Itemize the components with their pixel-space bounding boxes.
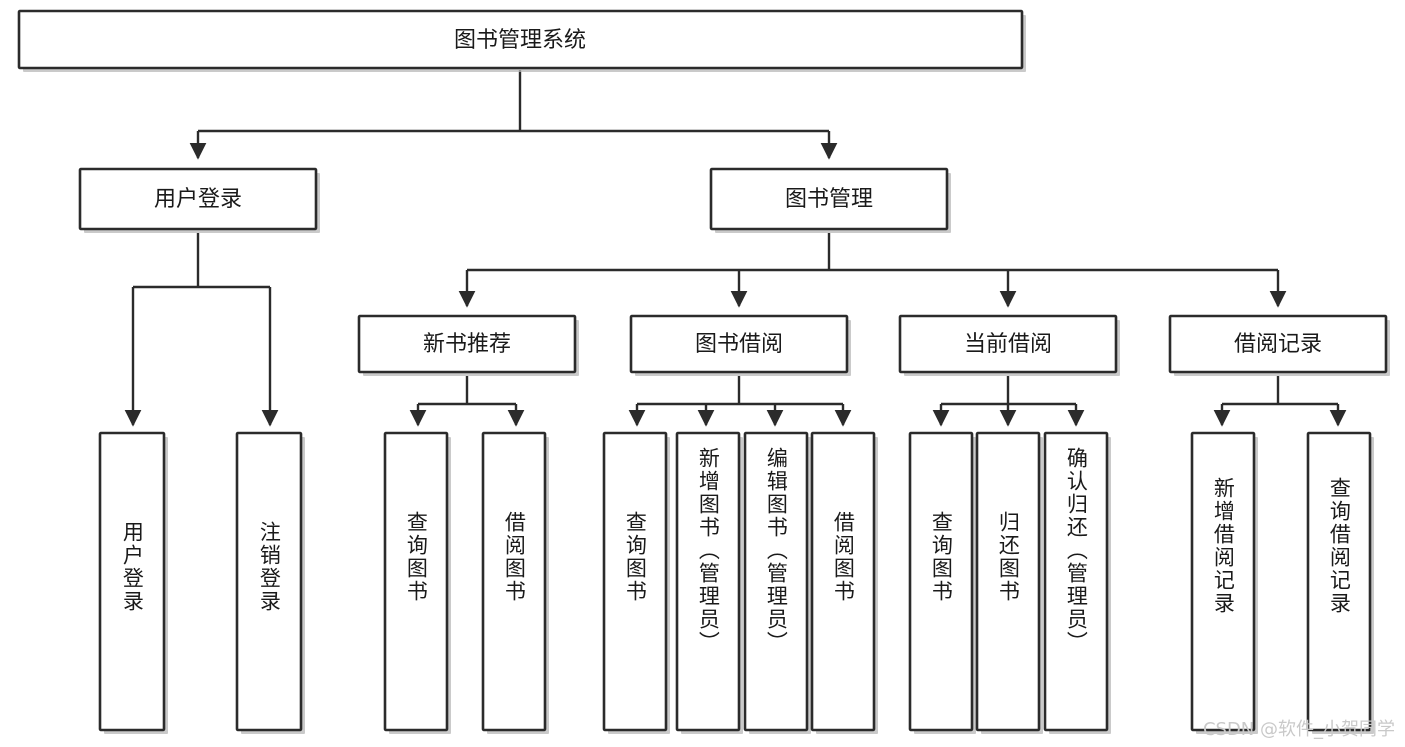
node-current-borrow-label: 当前借阅 [964,332,1052,357]
node-root-label: 图书管理系统 [454,28,586,53]
leaf-group-current-borrow [908,431,1111,734]
leaf-box-user-login-1[interactable] [98,431,166,732]
leaf-box-book-borrow-1[interactable] [602,431,668,732]
leaf-box-current-borrow-1[interactable] [908,431,974,732]
leaf-box-book-borrow-3[interactable] [743,431,809,732]
leaf-box-book-borrow-2[interactable] [675,431,741,732]
connector-group-user-login [124,233,279,427]
leaf-box-new-book-2[interactable] [481,431,547,732]
leaf-group-borrow-record [1190,431,1374,734]
node-borrow-record-label: 借阅记录 [1234,332,1322,357]
node-book-borrow-label: 图书借阅 [695,332,783,357]
node-current-borrow[interactable]: 当前借阅 [898,314,1120,376]
leaf-group-book-borrow [602,431,878,734]
connector-group-book-manage [458,233,1287,308]
node-book-borrow[interactable]: 图书借阅 [629,314,851,376]
node-book-manage[interactable]: 图书管理 [709,167,951,233]
node-new-book-label: 新书推荐 [423,332,511,357]
node-user-login-label: 用户登录 [154,187,242,212]
node-root[interactable]: 图书管理系统 [17,9,1026,72]
leaf-box-book-borrow-4[interactable] [810,431,876,732]
node-new-book[interactable]: 新书推荐 [357,314,579,376]
leaf-box-current-borrow-2[interactable] [975,431,1041,732]
connector-group-book-borrow [628,376,852,427]
connector-group-current-borrow [932,376,1085,427]
leaf-box-borrow-record-2[interactable] [1306,431,1372,732]
node-user-login[interactable]: 用户登录 [78,167,320,233]
leaf-box-new-book-1[interactable] [383,431,449,732]
leaf-group-user-login [98,431,305,734]
leaf-box-user-login-2[interactable] [235,431,303,732]
connector-group-borrow-record [1213,376,1347,427]
connector-group-new-book [409,376,525,427]
connector-group-root [189,70,838,160]
leaf-box-current-borrow-3[interactable] [1043,431,1109,732]
leaf-group-new-book [383,431,549,734]
node-book-manage-label: 图书管理 [785,187,873,212]
watermark-text: CSDN @软件_小贺同学 [1202,719,1395,740]
node-borrow-record[interactable]: 借阅记录 [1168,314,1390,376]
leaf-box-borrow-record-1[interactable] [1190,431,1256,732]
